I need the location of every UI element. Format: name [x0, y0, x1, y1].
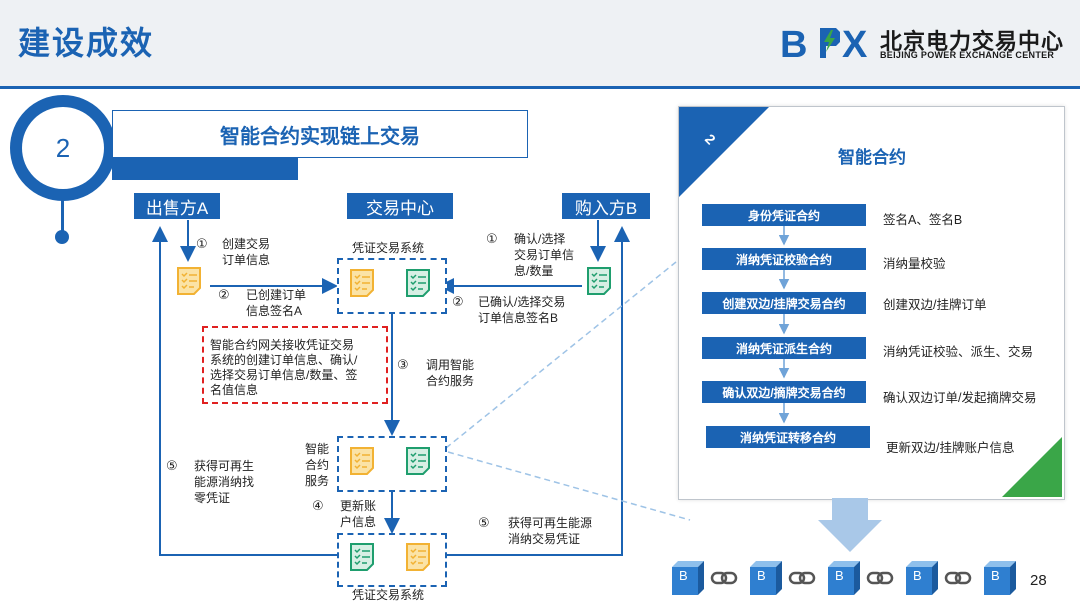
section-number: 2	[22, 107, 104, 189]
voucher-top-orange-document-icon	[350, 269, 374, 297]
panel-title: 智能合约	[838, 148, 906, 167]
block-label-5: B	[991, 568, 1000, 583]
buyer-step2-text: 已确认/选择交易 订单信息签名B	[478, 295, 566, 325]
section-banner-shadow	[112, 156, 298, 180]
step3-text: 调用智能 合约服务	[426, 358, 475, 388]
left-step5-number: ⑤	[166, 458, 178, 473]
seller-step2-number: ②	[218, 287, 230, 302]
voucher-system-top-label: 凭证交易系统	[352, 241, 425, 255]
block-label-2: B	[757, 568, 766, 583]
left-step5-text: 获得可再生 能源消纳找 零凭证	[194, 459, 255, 505]
buyer-document-icon	[587, 267, 611, 295]
right-step5-text: 获得可再生能源 消纳交易凭证	[508, 516, 593, 546]
contract-confirm-bilateral: 确认双边/摘牌交易合约	[702, 381, 866, 403]
contract-voucher-transfer: 消纳凭证转移合约	[706, 426, 870, 448]
blockchain-chain	[672, 561, 1016, 595]
gateway-note-box	[202, 326, 388, 404]
step3-number: ③	[397, 357, 409, 372]
voucher-system-bottom-label: 凭证交易系统	[352, 588, 425, 602]
contract-voucher-derive-desc: 消纳凭证校验、派生、交易	[883, 345, 1034, 359]
contract-voucher-derive: 消纳凭证派生合约	[702, 337, 866, 359]
right-step5-number: ⑤	[478, 515, 490, 530]
smart-contract-service-label: 智能 合约 服务	[305, 442, 330, 488]
block-label-1: B	[679, 568, 688, 583]
contract-create-bilateral-desc: 创建双边/挂牌订单	[883, 298, 987, 312]
role-exchange-center: 交易中心	[347, 193, 453, 219]
bpx-logo-icon: B X	[780, 24, 868, 62]
role-seller: 出售方A	[134, 193, 220, 219]
chain-down-arrow-icon	[818, 498, 882, 552]
service-green-document-icon	[406, 447, 430, 475]
seller-document-icon	[177, 267, 201, 295]
svg-text:B: B	[780, 24, 807, 62]
voucher-top-green-document-icon	[406, 269, 430, 297]
logo-name-cn: 北京电力交易中心	[880, 29, 1065, 54]
block-label-3: B	[835, 568, 844, 583]
header-bar	[0, 0, 1080, 86]
step4-number: ④	[312, 498, 324, 513]
panel-corner-accent	[1002, 437, 1062, 497]
panel-corner-badge: 2	[679, 107, 769, 197]
block-label-4: B	[913, 568, 922, 583]
seller-step2-text: 已创建订单 信息签名A	[246, 288, 307, 318]
seller-step1-number: ①	[196, 236, 208, 251]
contract-identity-voucher-desc: 签名A、签名B	[883, 213, 963, 227]
service-orange-document-icon	[350, 447, 374, 475]
buyer-step1-number: ①	[486, 231, 498, 246]
contract-confirm-bilateral-desc: 确认双边订单/发起摘牌交易	[883, 391, 1037, 405]
contract-create-bilateral: 创建双边/挂牌交易合约	[702, 292, 866, 314]
logo-name-en: BEIJING POWER EXCHANGE CENTER	[880, 50, 1055, 60]
page-title: 建设成效	[18, 25, 155, 61]
buyer-step1-text: 确认/选择 交易订单信 息/数量	[514, 232, 575, 278]
seller-step1-text: 创建交易 订单信息	[222, 237, 271, 267]
section-dot	[55, 230, 69, 244]
contract-consumption-verify: 消纳凭证校验合约	[702, 248, 866, 270]
voucher-bottom-orange-document-icon	[406, 543, 430, 571]
buyer-step2-number: ②	[452, 294, 464, 309]
section-title: 智能合约实现链上交易	[112, 110, 528, 158]
contract-identity-voucher: 身份凭证合约	[702, 204, 866, 226]
contract-consumption-verify-desc: 消纳量校验	[883, 257, 946, 271]
page-number: 28	[1030, 572, 1047, 589]
svg-text:X: X	[842, 24, 868, 62]
contract-voucher-transfer-desc: 更新双边/挂牌账户信息	[886, 441, 1015, 455]
section-stem	[61, 200, 64, 236]
voucher-bottom-green-document-icon	[350, 543, 374, 571]
step4-text: 更新账 户信息	[340, 499, 377, 529]
header-divider	[0, 86, 1080, 89]
gateway-note-text: 智能合约网关接收凭证交易 系统的创建订单信息、确认/ 选择交易订单信息/数量、签…	[210, 338, 358, 397]
role-buyer: 购入方B	[562, 193, 650, 219]
